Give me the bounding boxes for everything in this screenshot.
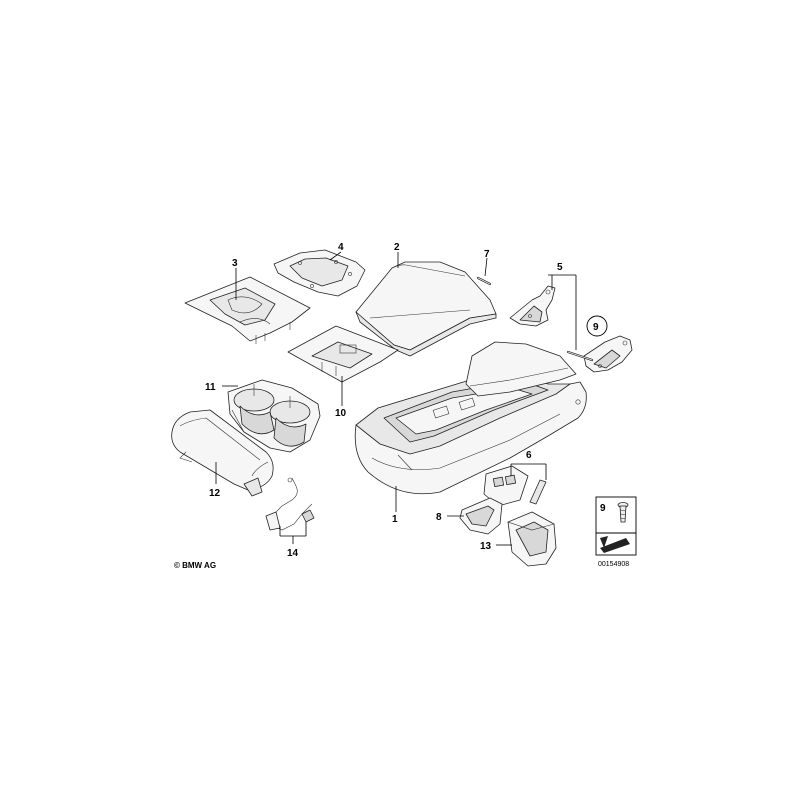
part-number-labels: 3 4 2 7 5 9 11 10 12 1 6 8 13 14: [205, 242, 608, 559]
label-9-circled: 9: [586, 315, 608, 337]
part-5-hinge-bracket[interactable]: [509, 285, 556, 327]
part-14-bracket-set[interactable]: [265, 477, 315, 531]
part-10-tray-insert[interactable]: [287, 325, 399, 383]
legend-item-number: 9: [600, 503, 606, 514]
part-11-cup-holder[interactable]: [227, 379, 321, 453]
screw-icon: [617, 502, 629, 523]
copyright-text: © BMW AG: [174, 561, 216, 570]
label-8: 8: [436, 512, 442, 523]
part-8-housing[interactable]: [459, 497, 503, 535]
part-7-pin[interactable]: [476, 276, 492, 286]
label-2: 2: [394, 242, 400, 253]
part-1-console-body[interactable]: [354, 341, 587, 495]
label-6: 6: [526, 450, 532, 461]
label-7: 7: [484, 249, 490, 260]
label-5: 5: [557, 262, 563, 273]
diagram-id: 00154908: [598, 561, 629, 568]
leader-lines: [215, 251, 577, 546]
label-4: 4: [338, 242, 344, 253]
label-12: 12: [209, 488, 221, 499]
part-12-armrest-cushion[interactable]: [171, 409, 274, 497]
label-14: 14: [287, 548, 299, 559]
label-10: 10: [335, 408, 347, 419]
label-9: 9: [593, 322, 599, 333]
part-13-insert[interactable]: [507, 511, 557, 567]
label-1: 1: [392, 514, 398, 525]
part-2-armrest-lid[interactable]: [355, 261, 497, 357]
arrow-icon: [600, 536, 630, 553]
part-4-frame[interactable]: [273, 249, 366, 297]
label-11: 11: [205, 382, 216, 393]
legend-box: 9: [595, 496, 637, 556]
part-9-hinge-bracket[interactable]: [566, 335, 633, 373]
part-6-switch-module[interactable]: [483, 465, 547, 507]
label-13: 13: [480, 541, 492, 552]
label-3: 3: [232, 258, 238, 269]
part-3-cover-plate[interactable]: [184, 276, 311, 344]
